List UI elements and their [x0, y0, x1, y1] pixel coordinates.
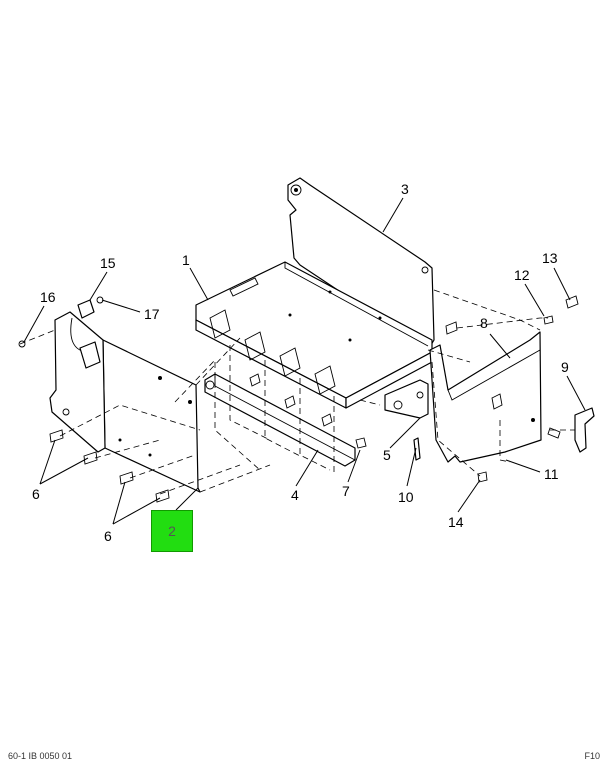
- part-10-rod: [413, 437, 421, 461]
- callout-7: 7: [342, 483, 350, 499]
- footer-right: F10: [584, 751, 600, 761]
- parts-15-16-17-connector: [18, 296, 104, 369]
- callout-3: 3: [401, 181, 409, 197]
- callout-10: 10: [398, 489, 414, 505]
- callout-5: 5: [383, 447, 391, 463]
- part-9-latch: [574, 407, 595, 453]
- callout-11: 11: [544, 466, 559, 482]
- callout-6-bottom: 6: [104, 528, 112, 544]
- part-8-right-panel: [429, 331, 542, 463]
- part-2-left-panel: [49, 311, 201, 493]
- callout-6-left: 6: [32, 486, 40, 502]
- part-5-bracket: [384, 379, 429, 419]
- callout-4: 4: [291, 487, 299, 503]
- assembly-dashed-lines: [19, 289, 575, 495]
- callout-12: 12: [514, 267, 530, 283]
- callout-14: 14: [448, 514, 464, 530]
- callout-2: 2: [168, 523, 176, 539]
- callout-15: 15: [100, 255, 116, 271]
- callout-9: 9: [561, 359, 569, 375]
- footer-left: 60-1 IB 0050 01: [8, 751, 73, 761]
- leader-lines: [23, 197, 586, 525]
- hardware-bolts: [49, 295, 579, 503]
- callout-1: 1: [182, 252, 190, 268]
- callout-2-highlight[interactable]: 2: [151, 510, 193, 552]
- callout-13: 13: [542, 250, 558, 266]
- callout-8: 8: [480, 315, 488, 331]
- callout-16: 16: [40, 289, 56, 305]
- callout-17: 17: [144, 306, 160, 322]
